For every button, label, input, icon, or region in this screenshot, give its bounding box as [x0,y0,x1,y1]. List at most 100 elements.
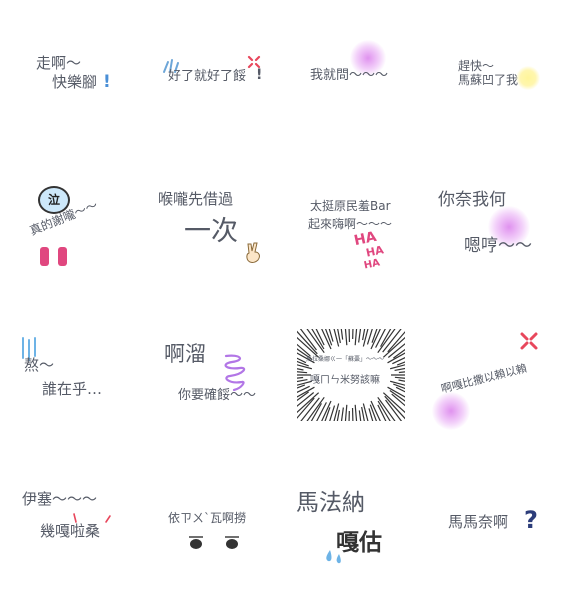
speed-line [371,329,378,343]
speed-line [311,329,325,350]
sticker-6[interactable]: 喉嚨先借過 一次 [140,150,280,300]
eyes-icon [189,536,239,549]
sticker-16[interactable]: 馬馬奈啊 ? [420,450,560,600]
speed-line [297,392,320,414]
ha-3: HA [362,257,381,272]
speed-line [315,329,325,346]
speed-line [358,410,362,421]
speed-line [297,348,313,361]
speed-line [348,329,351,343]
sticker-14[interactable]: 依ㄗㄨˋ瓦啊撈 [140,450,280,600]
speed-line [389,389,405,402]
speed-line [300,397,320,421]
speed-line [340,407,344,421]
speed-line [297,397,315,419]
sparkle-glow-icon [432,392,470,430]
speed-line [362,403,369,421]
speed-line [297,376,304,379]
speed-line [306,329,325,354]
sticker-9[interactable]: 熬～ 誰在乎… [0,300,140,450]
speed-line [358,329,362,343]
sticker-2[interactable]: 好了就好了餒 ! [140,0,280,150]
speed-line [297,385,310,393]
sticker-15-line-2: 嘎估 [336,530,382,556]
sticker-12[interactable]: 啊嘎比撒以賴以賴 [420,300,560,450]
speed-line [391,393,405,407]
speed-line [377,400,391,421]
speed-line [377,404,387,421]
speed-line [387,352,405,364]
speed-line [354,404,358,421]
sparkle-glow-icon [350,40,386,76]
speed-line [324,329,333,346]
speed-line [389,364,405,370]
speed-line [321,400,332,421]
tears-right-icon [58,247,67,266]
speed-line [398,379,405,382]
sticker-4[interactable]: 趕快～ 馬蘇凹了我 [420,0,560,150]
sticker-3-line-1: 我就問～～～ [310,68,389,83]
speed-line [394,376,405,379]
speed-line [382,329,402,353]
speed-line [297,384,306,389]
speed-line [297,357,307,364]
cry-badge-icon: 泣 [38,186,70,214]
motion-lines-icon [163,59,179,73]
sticker-7[interactable]: 太挺原民羞Bar 起來嗨啊～～～ HA HA HA [280,150,420,300]
sticker-10-line-2: 你要確餒～～ [178,388,257,403]
speed-line [362,329,366,341]
sticker-15[interactable]: 馬法納 嘎估 [280,450,420,600]
speed-line [348,410,350,421]
speed-line [384,395,405,420]
sticker-10-line-1: 啊溜 [164,342,206,366]
sparkle-icon [516,66,540,90]
sticker-5[interactable]: 泣 真的謝嚨～～ [0,150,140,300]
sticker-4-line-2: 馬蘇凹了我 [458,73,519,87]
speed-line [297,391,309,402]
speed-line [398,371,405,374]
speed-line [393,348,405,359]
speed-line [382,336,405,358]
sticker-11[interactable]: 馬拉桑娜ㄍ一「蘇棗」～～～ 嘎ㄇㄣ米努該嘛 [280,300,420,450]
speed-line [299,329,317,351]
sticker-14-line-1: 依ㄗㄨˋ瓦啊撈 [168,511,247,525]
speed-line [354,329,358,346]
speed-line [370,400,381,421]
sticker-8[interactable]: 你奈我何 嗯哼～～ [420,150,560,300]
sparkle-glow-icon [488,206,530,248]
speed-line [380,329,392,347]
sticker-13[interactable]: 伊塞～～～ 幾嘎啦桑 [0,450,140,600]
speed-line [297,368,304,371]
sticker-15-line-1: 馬法納 [296,490,365,516]
sweat-drops-icon [326,550,341,564]
speed-line [297,336,320,358]
anger-icon [247,55,261,69]
sticker-13-line-2: 幾嘎啦桑 [40,522,101,540]
speed-line [387,331,405,353]
speed-line [393,383,405,390]
sticker-8-line-2: 嗯哼～～ [464,236,532,256]
sticker-1-mark: ! [103,72,111,92]
sticker-11-line-2: 嘎ㄇㄣ米努該嘛 [310,375,380,386]
speed-line [340,329,344,340]
speed-line [387,343,405,358]
speed-line [344,404,348,421]
speed-line [329,405,336,421]
peace-hand-icon [246,242,260,263]
speed-line [369,404,378,421]
speed-line [392,357,405,365]
sticker-6-line-1: 喉嚨先借過 [158,190,234,208]
speed-line [310,403,322,421]
sticker-12-line-1: 啊嘎比撒以賴以賴 [439,361,529,396]
speed-line [394,367,405,371]
speed-line [297,380,313,386]
speed-line [297,352,315,364]
speed-line [336,409,340,421]
speed-line [316,402,327,421]
sticker-10[interactable]: 啊溜 你要確餒～～ [140,300,280,450]
speed-line [375,329,386,348]
sticker-1[interactable]: 走啊～ 快樂腳 ! [0,0,140,150]
speed-line [297,343,311,357]
sticker-3[interactable]: 我就問～～～ [280,0,420,150]
